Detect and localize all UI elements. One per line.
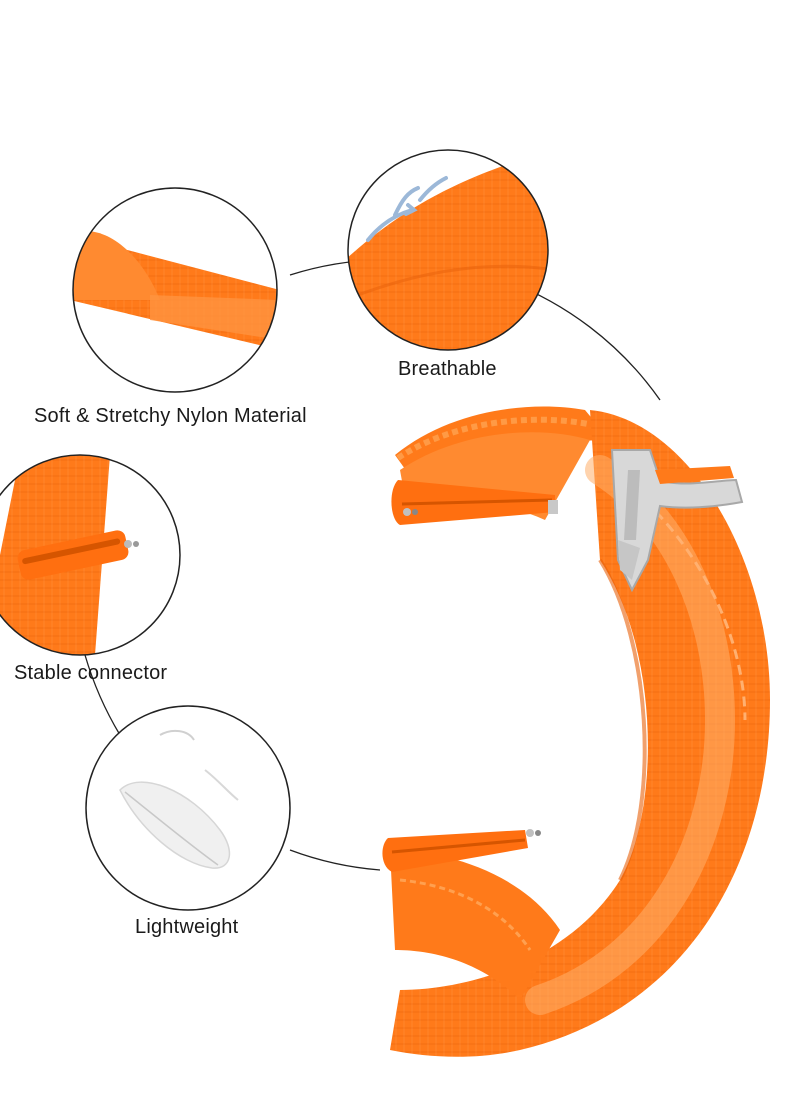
feature-label-stable-connector: Stable connector bbox=[14, 662, 168, 684]
feature-label-breathable: Breathable bbox=[398, 358, 497, 380]
detail-circle-stretchy bbox=[72, 187, 278, 393]
bottom-connector bbox=[382, 829, 541, 872]
titanium-buckle bbox=[610, 449, 744, 593]
detail-circle-breathable bbox=[347, 149, 549, 351]
connector-arc-left bbox=[84, 654, 121, 736]
detail-circle-lightweight bbox=[85, 705, 291, 911]
top-connector bbox=[391, 480, 558, 525]
airflow-arrows-icon bbox=[366, 176, 448, 242]
detail-circle-connector bbox=[0, 454, 181, 656]
feather-icon bbox=[119, 729, 239, 869]
feature-label-lightweight: Lightweight bbox=[135, 916, 239, 938]
feature-label-soft-stretchy: Soft & Stretchy Nylon Material bbox=[34, 405, 307, 427]
connector-arc-bottom bbox=[289, 849, 381, 871]
